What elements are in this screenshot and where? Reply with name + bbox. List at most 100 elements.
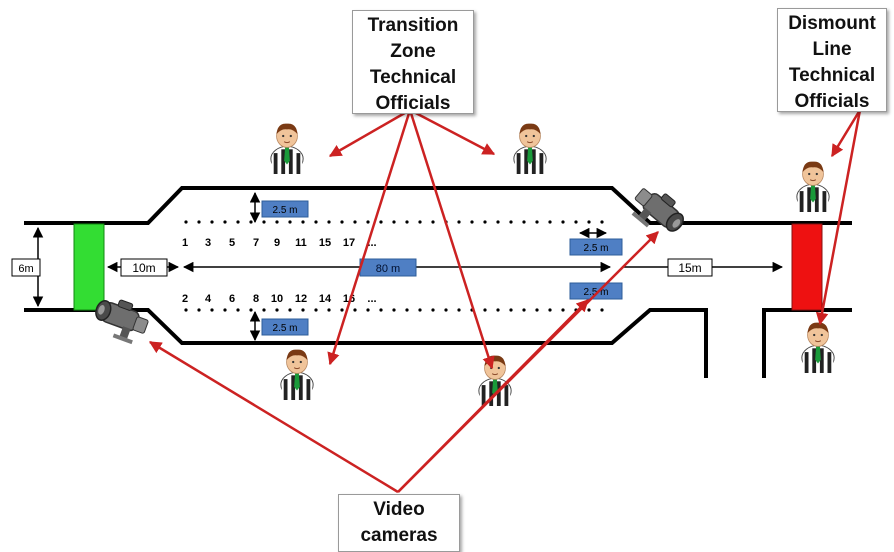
rack-dot: [600, 220, 604, 224]
rack-dot: [535, 220, 539, 224]
aisle-end-top-label: 2.5 m: [583, 243, 608, 254]
rack-dot: [314, 220, 318, 224]
rack-dot: [392, 308, 396, 312]
zone-outline: [24, 186, 852, 378]
rack-dot: [405, 220, 409, 224]
rack-dot: [483, 308, 487, 312]
rack-dot: [210, 220, 214, 224]
rack-number: 4: [205, 293, 212, 305]
rack-dot: [496, 308, 500, 312]
rack-number: ...: [367, 293, 376, 305]
rack-dot: [184, 308, 188, 312]
rack-dot: [184, 220, 188, 224]
rack-dot: [405, 308, 409, 312]
rack-number: 17: [343, 237, 355, 249]
bike-rack-dots: [184, 220, 604, 312]
rack-dot: [223, 308, 227, 312]
rack-dot: [431, 220, 435, 224]
callout-line: Zone: [390, 41, 436, 62]
rack-dot: [236, 220, 240, 224]
dist-10m-label: 10m: [132, 261, 155, 275]
rack-dot: [288, 308, 292, 312]
rack-dot: [392, 220, 396, 224]
rack-number: 9: [274, 237, 280, 249]
callout-dismount-line-officials: Dismount Line Technical Officials: [777, 8, 887, 112]
rack-dot: [418, 308, 422, 312]
callout-line: Officials: [375, 93, 451, 114]
rack-dot: [197, 220, 201, 224]
dist-15m-label: 15m: [678, 261, 701, 275]
technical-official-icon: [513, 123, 547, 175]
rack-dot: [561, 220, 565, 224]
rack-dot: [483, 220, 487, 224]
rack-dot: [314, 308, 318, 312]
rack-dot: [275, 220, 279, 224]
rack-dot: [249, 308, 253, 312]
rack-number: 15: [319, 237, 331, 249]
callout-line: Technical: [369, 67, 457, 88]
rack-number: 6: [229, 293, 235, 305]
rack-dot: [301, 308, 305, 312]
rack-number: 11: [295, 237, 307, 249]
callout-line: Video: [373, 499, 425, 520]
rack-dot: [262, 308, 266, 312]
rack-dot: [340, 220, 344, 224]
callout-line: Transition: [367, 15, 459, 36]
rack-number: 3: [205, 237, 211, 249]
rack-dot: [353, 308, 357, 312]
rack-dot: [561, 308, 565, 312]
length-80m-label: 80 m: [376, 263, 400, 275]
callout-line: Technical: [788, 65, 876, 86]
callout-arrows: [148, 108, 862, 494]
callout-line: Line: [812, 39, 852, 60]
rack-dot: [301, 220, 305, 224]
technical-official-icon: [801, 322, 835, 374]
rack-dot: [548, 220, 552, 224]
rack-number: 5: [229, 237, 235, 249]
rack-dot: [522, 308, 526, 312]
rack-dot: [210, 308, 214, 312]
callout-line: Dismount: [788, 13, 876, 34]
rack-dot: [457, 308, 461, 312]
callout-line: cameras: [360, 525, 438, 546]
rack-number: 12: [295, 293, 307, 305]
rack-dot: [275, 308, 279, 312]
rack-dot: [587, 220, 591, 224]
rack-dot: [509, 220, 513, 224]
rack-number: 2: [182, 293, 188, 305]
rack-dot: [470, 220, 474, 224]
technical-official-icon: [280, 349, 314, 401]
rack-dot: [574, 220, 578, 224]
width-6m-label: 6m: [18, 263, 33, 275]
callout-video-cameras: Video cameras: [338, 494, 460, 552]
rack-dot: [327, 308, 331, 312]
rack-dot: [509, 308, 513, 312]
rack-dot: [236, 308, 240, 312]
rack-numbers-odd: 1 3 5 7 9 11 15 17 ...: [182, 237, 377, 249]
rack-dot: [496, 220, 500, 224]
rack-number: 7: [253, 237, 259, 249]
rack-dot: [522, 220, 526, 224]
rack-dot: [197, 308, 201, 312]
rack-dot: [223, 220, 227, 224]
mount-line-green: [73, 223, 105, 311]
rack-dot: [548, 308, 552, 312]
rack-dot: [353, 220, 357, 224]
technical-official-icon: [796, 161, 830, 213]
rack-dot: [366, 308, 370, 312]
dismount-line-red: [791, 223, 823, 311]
rack-dot: [600, 308, 604, 312]
rack-gap-bottom-label: 2.5 m: [272, 323, 297, 334]
rack-number: 1: [182, 237, 188, 249]
rack-dot: [444, 308, 448, 312]
technical-official-icon: [270, 123, 304, 175]
rack-dot: [327, 220, 331, 224]
rack-dot: [366, 220, 370, 224]
rack-dot: [418, 220, 422, 224]
callout-line: Officials: [794, 91, 870, 112]
rack-dot: [379, 308, 383, 312]
rack-number: 10: [271, 293, 283, 305]
rack-dot: [535, 308, 539, 312]
rack-dot: [431, 308, 435, 312]
